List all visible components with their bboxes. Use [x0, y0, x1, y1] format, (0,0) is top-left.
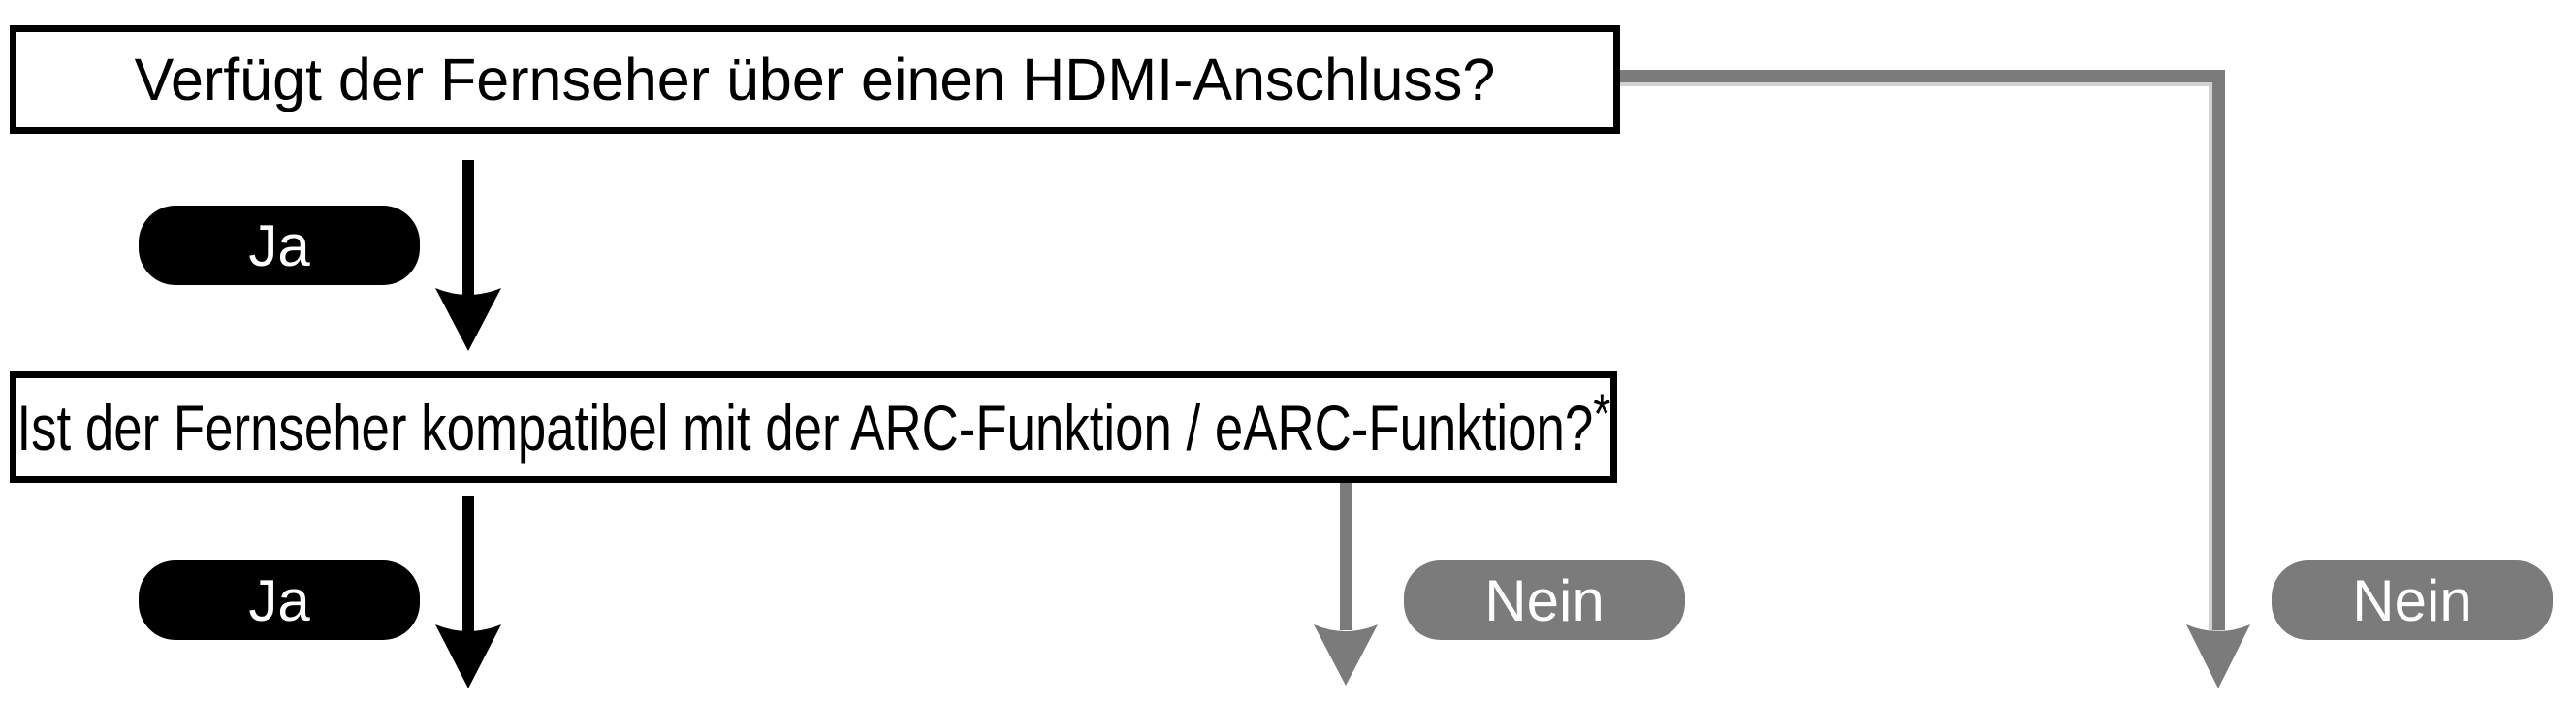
no-branch-arrow-stem	[1340, 483, 1352, 630]
footnote-asterisk: *	[1592, 383, 1610, 447]
badge-ja-2: Ja	[139, 560, 420, 640]
yes2-arrowhead-icon	[435, 624, 501, 688]
no-connector-shadow-vertical	[2209, 74, 2221, 634]
badge-nein-1-label: Nein	[1484, 567, 1605, 633]
no-connector-arrowhead-icon	[2186, 624, 2250, 688]
badge-ja-2-label: Ja	[248, 567, 310, 633]
no-connector-vertical-line	[2212, 70, 2225, 630]
question-box-hdmi: Verfügt der Fernseher über einen HDMI-An…	[10, 25, 1620, 134]
question-box-arc: Ist der Fernseher kompatibel mit der ARC…	[10, 371, 1617, 483]
question-box-hdmi-text: Verfügt der Fernseher über einen HDMI-An…	[134, 47, 1496, 112]
yes1-arrow-stem	[462, 160, 474, 299]
badge-nein-2: Nein	[2272, 560, 2553, 640]
badge-nein-1: Nein	[1404, 560, 1685, 640]
question-box-arc-text: Ist der Fernseher kompatibel mit der ARC…	[16, 391, 1593, 464]
yes2-arrow-stem	[462, 496, 474, 635]
badge-nein-2-label: Nein	[2352, 567, 2472, 633]
yes1-arrowhead-icon	[435, 288, 501, 351]
no-branch-arrowhead-icon	[1314, 624, 1378, 686]
badge-ja-1: Ja	[139, 206, 420, 285]
badge-ja-1-label: Ja	[248, 212, 310, 278]
no-connector-horizontal-line	[1620, 70, 2225, 82]
question-box-arc-text-wrap: Ist der Fernseher kompatibel mit der ARC…	[16, 383, 1610, 464]
no-connector-shadow-horizontal	[1616, 74, 2221, 86]
